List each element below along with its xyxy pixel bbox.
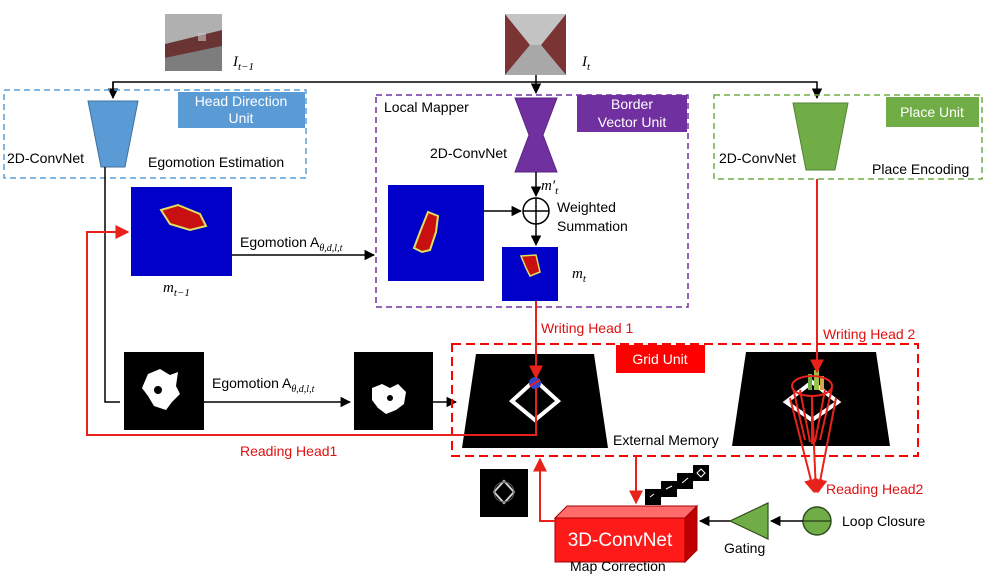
mapper-convnet-icon: [514, 97, 558, 173]
place-convnet-icon: [792, 102, 849, 171]
place-unit-label: Place Unit: [900, 104, 964, 120]
previous-map-image: [131, 187, 232, 276]
place-encoding-caption: Place Encoding: [872, 161, 969, 177]
head-direction-line1: Head Direction: [195, 93, 288, 109]
loop-closure-label: Loop Closure: [842, 513, 925, 529]
egomotion-convnet-icon: [87, 100, 139, 168]
convnet-3d-label: 3D-ConvNet: [568, 530, 673, 551]
reading-head-1-label: Reading Head1: [240, 443, 338, 459]
mt-map-image: [502, 247, 558, 301]
head-direction-line2: Unit: [229, 110, 254, 126]
memory-snapshots-stack: [645, 465, 709, 505]
summation-node: [522, 197, 550, 225]
mapper-convnet-label: 2D-ConvNet: [430, 145, 507, 161]
mask-image-left: [124, 352, 204, 430]
map-correction-label: Map Correction: [570, 558, 666, 574]
place-encoding-box: [713, 94, 983, 180]
convnet-3d-block: [553, 504, 699, 564]
border-vector-line2: Vector Unit: [598, 114, 667, 130]
egomotion-down-line: [104, 167, 120, 403]
writing-head-1-label: Writing Head 1: [541, 320, 634, 336]
current-frame-label: It: [581, 54, 591, 73]
head-direction-unit-badge: [178, 92, 305, 128]
convnet-to-memory: [533, 457, 555, 522]
reading-head-2-arrows: [789, 397, 837, 494]
egomotion-label-lower: Egomotion Aθ,d,l,t: [212, 375, 315, 395]
external-memory-label: External Memory: [613, 432, 719, 448]
egomotion-label-upper: Egomotion Aθ,d,l,t: [240, 234, 343, 254]
reading-head-2-label: Reading Head2: [826, 481, 924, 497]
grid-unit-badge: [616, 345, 705, 373]
egomotion-estimation-caption: Egomotion Estimation: [148, 154, 284, 170]
border-vector-line1: Border: [611, 96, 653, 112]
prev-frame-image: [165, 14, 222, 71]
local-mapper-title: Local Mapper: [384, 99, 469, 115]
grid-unit-box: [451, 343, 919, 457]
place-convnet-label: 2D-ConvNet: [719, 150, 796, 166]
place-unit-badge: [886, 97, 979, 127]
gating-label: Gating: [724, 540, 765, 556]
mask-image-right: [354, 352, 433, 430]
mt-label: mt: [572, 266, 587, 285]
mt-prev-label: mt−1: [163, 280, 190, 299]
local-mapper-box: [375, 94, 689, 308]
grid-unit-label: Grid Unit: [632, 351, 687, 367]
prev-frame-label: It−1: [232, 54, 254, 73]
weighted-summation-line2: Summation: [557, 218, 628, 234]
reading-head-1-loop: [86, 225, 537, 436]
egomotion-estimation-box: [3, 89, 307, 179]
current-frame-image: [505, 14, 566, 75]
corrected-memory-thumbnail: [480, 469, 528, 517]
loop-closure-node: [802, 506, 832, 536]
local-map-image: [388, 185, 484, 281]
gating-triangle: [728, 502, 769, 540]
m-prime-label: m′t: [541, 178, 559, 197]
egomotion-convnet-label: 2D-ConvNet: [7, 150, 84, 166]
border-vector-unit-badge: [577, 95, 687, 132]
writing-head-2-label: Writing Head 2: [823, 326, 916, 342]
weighted-summation-line1: Weighted: [557, 199, 616, 215]
